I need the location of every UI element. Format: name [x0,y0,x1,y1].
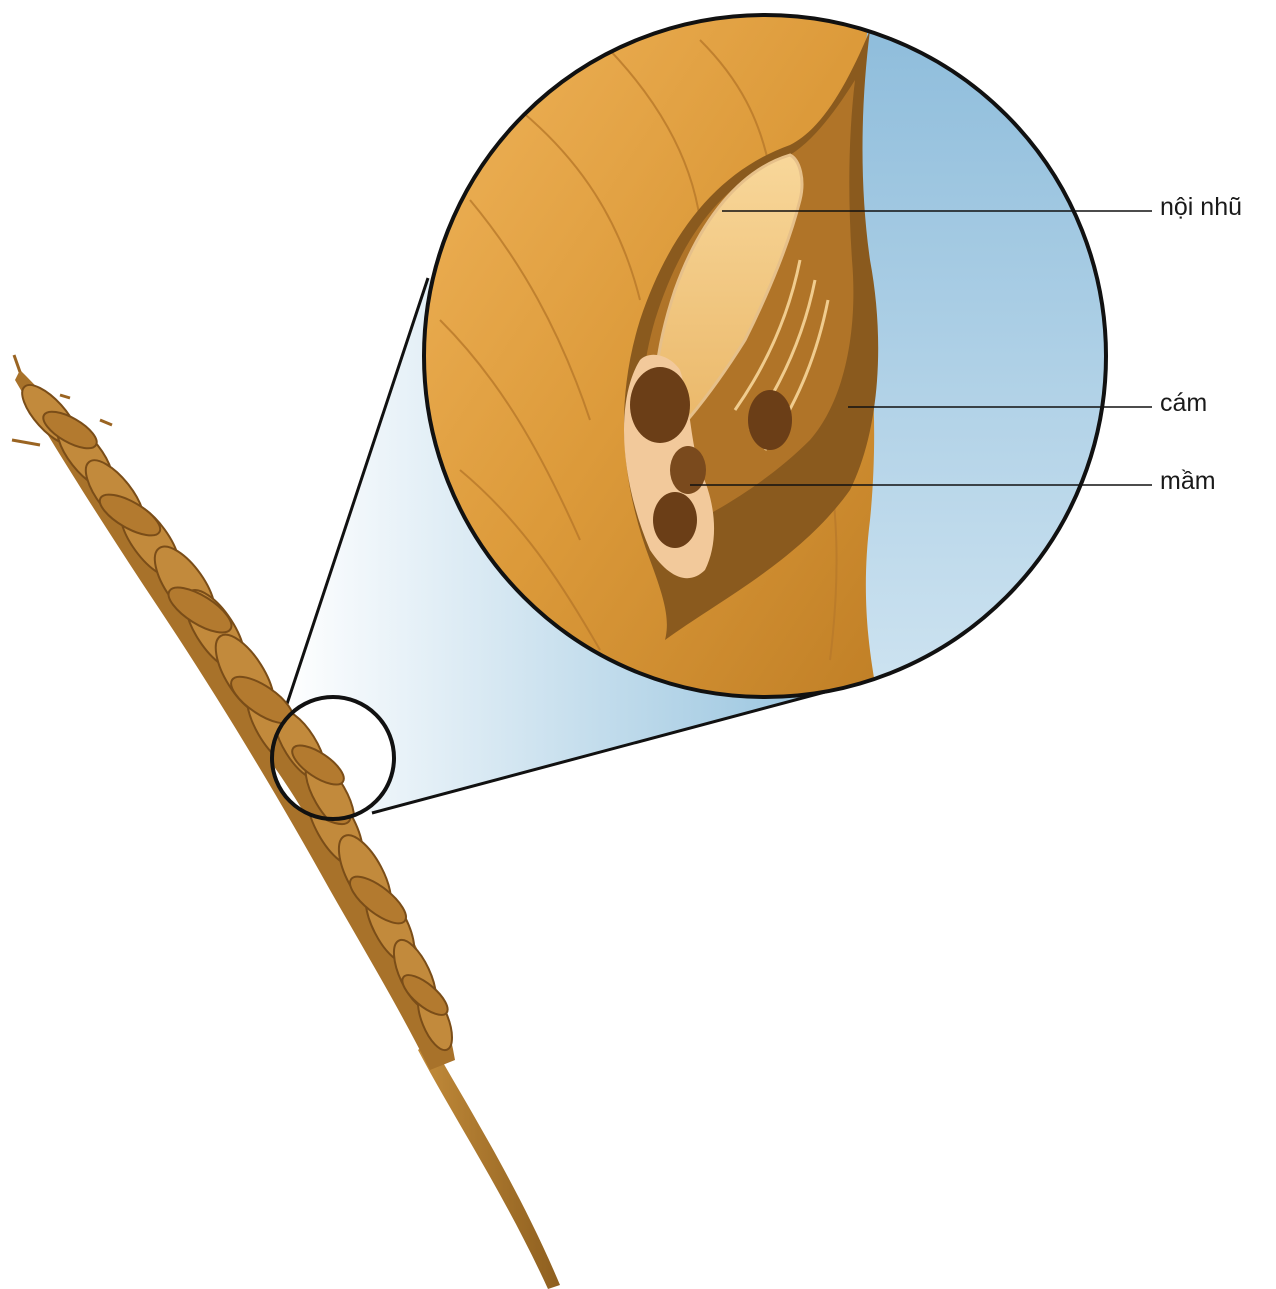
wheat-stalk [418,1040,560,1289]
label-bran-text: cám [1160,389,1207,417]
label-endosperm-text: nội nhũ [1160,193,1242,221]
label-germ-text: mầm [1160,467,1216,495]
